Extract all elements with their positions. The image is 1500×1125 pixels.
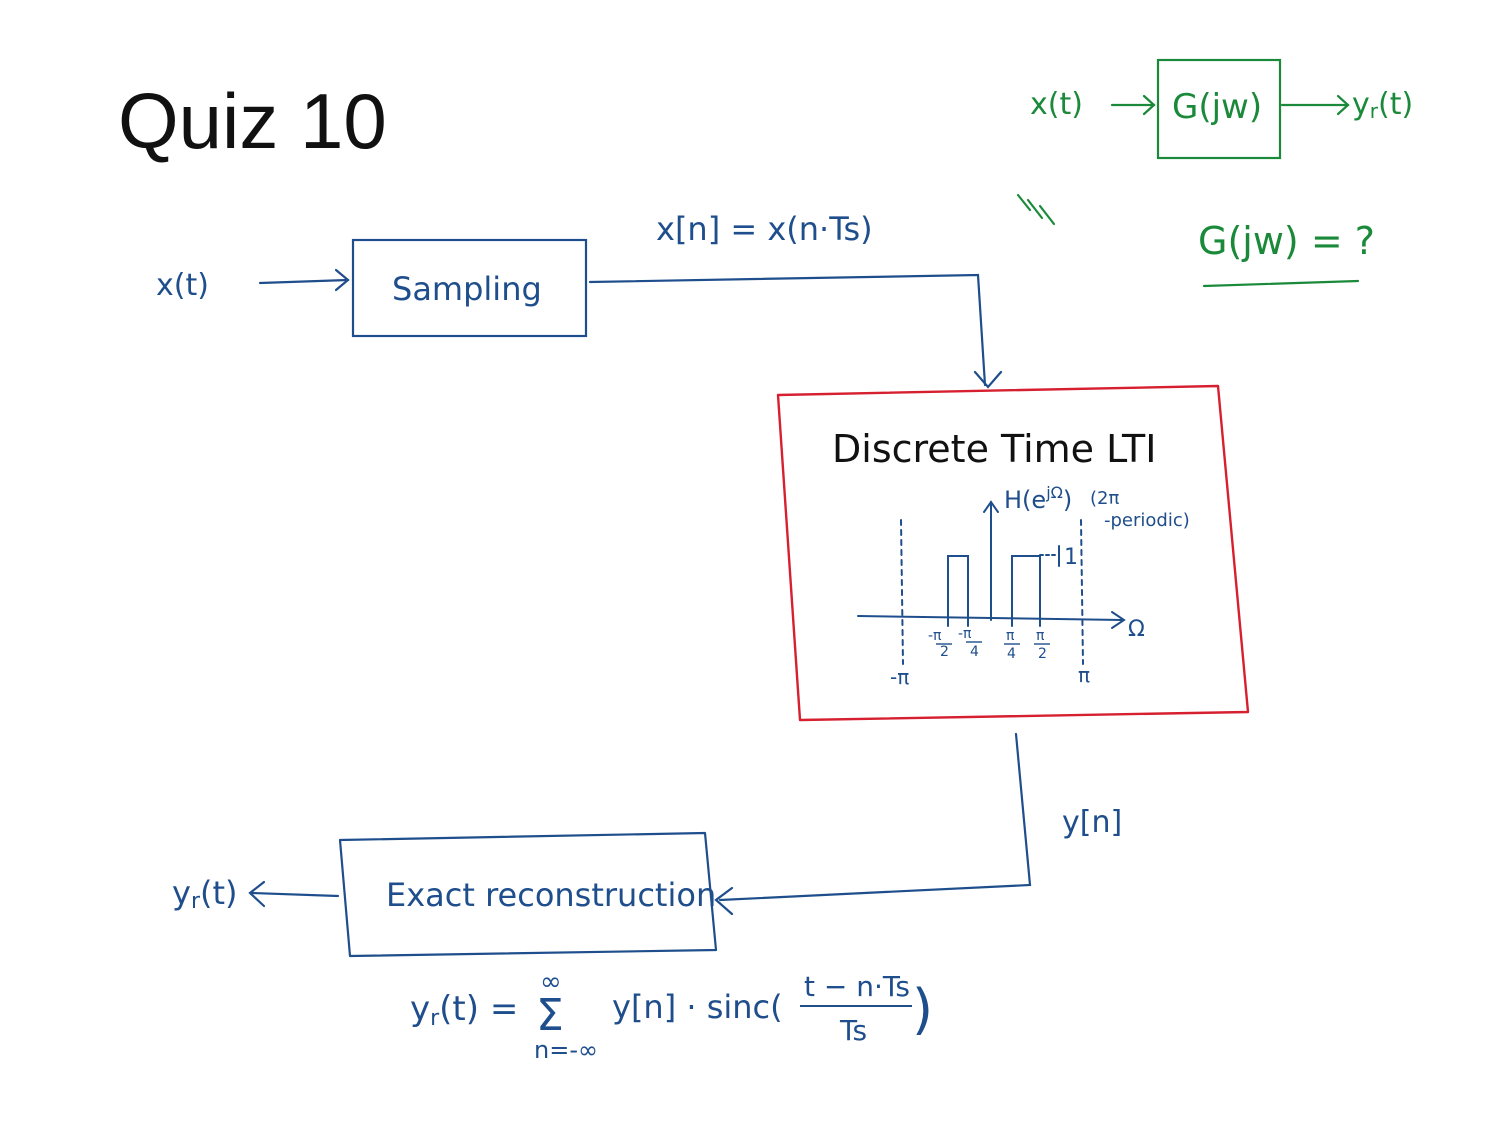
final-output-arrow	[250, 891, 340, 898]
sum-lower-limit: n=-∞	[534, 1036, 598, 1064]
input-arrow	[258, 278, 350, 285]
tick-neg-pi-over-2-den: 2	[940, 644, 949, 660]
sampling-stage	[258, 238, 1003, 389]
sum-upper-limit: ∞	[540, 967, 562, 997]
tick-label-neg-pi-over-2: -π 2	[928, 628, 952, 660]
g-input-arrowhead	[1142, 94, 1156, 116]
output-signal-label: y[n]	[1062, 805, 1122, 840]
output-signal-wire	[718, 732, 1032, 902]
input-signal-label: x(t)	[156, 268, 209, 303]
tick-pi-over-2-den: 2	[1038, 646, 1047, 662]
final-output-label: yr(t)	[172, 874, 238, 914]
output-signal-arrowhead	[714, 886, 734, 916]
formula-lhs: yr(t) =	[410, 989, 518, 1031]
lti-title: Discrete Time LTI	[832, 427, 1156, 471]
reconstruction-formula: yr(t) = ∞ Σ n=-∞ y[n] · sinc( t − n·Ts T…	[410, 967, 933, 1064]
omega-axis-label: Ω	[1128, 617, 1145, 642]
pi-dashed-line	[1080, 519, 1084, 665]
g-question-underline	[1202, 279, 1360, 288]
g-box-label: G(jw)	[1172, 87, 1262, 127]
tick-neg-pi-over-2-num: -π	[928, 628, 942, 644]
frequency-response-plot	[857, 500, 1126, 665]
slide-title: Quiz 10	[118, 77, 387, 165]
tick-label-pi-over-4: π 4	[1004, 628, 1020, 662]
lti-box	[776, 384, 1250, 722]
g-system-box	[1156, 58, 1282, 160]
input-arrowhead	[334, 268, 350, 292]
g-output-arrowhead	[1336, 94, 1350, 116]
reconstruction-stage	[248, 732, 1032, 958]
tick-neg-pi-over-4-den: 4	[970, 644, 979, 660]
tick-label-neg-pi: -π	[890, 665, 909, 689]
g-equivalence-mark-1	[1016, 193, 1032, 212]
reconstruction-box	[338, 831, 718, 958]
tick-neg-pi-over-4-num: -π	[958, 626, 972, 642]
tick-pi-over-4-den: 4	[1007, 646, 1016, 662]
g-question: G(jw) = ?	[1198, 219, 1375, 263]
periodic-note-2: -periodic)	[1104, 510, 1190, 531]
sampled-signal-wire	[588, 273, 987, 387]
g-output-label: yr(t)	[1352, 87, 1413, 123]
magnitude-label: 1	[1064, 545, 1078, 570]
g-equivalence-mark-3	[1038, 204, 1056, 226]
tick-label-neg-pi-over-4: -π 4	[958, 626, 982, 660]
g-equivalence-mark-2	[1026, 198, 1044, 220]
final-output-arrowhead	[248, 880, 266, 908]
green-system-block	[1016, 58, 1360, 288]
fraction-denominator: Ts	[839, 1014, 867, 1047]
sampled-signal-arrowhead	[973, 370, 1003, 389]
reconstruction-label: Exact reconstruction	[386, 876, 716, 914]
tick-pi-over-4-num: π	[1006, 628, 1015, 644]
tick-pi-over-2-num: π	[1036, 628, 1045, 644]
formula-term: y[n] · sinc(	[612, 988, 783, 1026]
sampling-box	[351, 238, 588, 338]
tick-label-pi-over-2: π 2	[1034, 628, 1050, 662]
passband-negative	[947, 555, 969, 621]
omega-axis-arrowhead	[1111, 611, 1126, 629]
neg-pi-dashed-line	[900, 519, 904, 665]
formula-close-paren: )	[912, 978, 933, 1041]
g-input-label: x(t)	[1030, 87, 1083, 122]
response-axis-arrowhead	[983, 500, 999, 513]
sampled-signal-label: x[n] = x(n·Ts)	[656, 210, 873, 248]
passband-positive	[1011, 555, 1041, 621]
periodic-note-1: (2π	[1090, 488, 1119, 509]
fraction-numerator: t − n·Ts	[804, 970, 910, 1003]
tick-label-pi: π	[1078, 663, 1090, 687]
sum-symbol: Σ	[536, 990, 564, 1041]
response-label: H(ejΩ)	[1004, 483, 1072, 514]
sampling-label: Sampling	[392, 270, 542, 308]
